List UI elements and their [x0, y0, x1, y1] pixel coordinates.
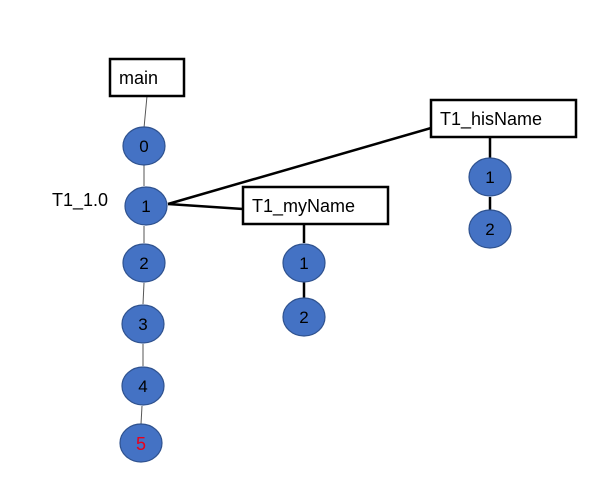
version-node-main-3-circle	[121, 304, 165, 344]
connector-main-box-to-node-0	[143, 95, 148, 129]
branch-box-main-frame	[108, 57, 186, 98]
version-node-myName-1-circle	[282, 243, 326, 283]
version-node-hisName-2: 2	[468, 209, 512, 249]
version-node-main-3: 3	[121, 304, 165, 344]
version-node-myName-2-label: 2	[299, 308, 308, 327]
version-node-main-4: 4	[121, 366, 165, 406]
version-node-hisName-1-circle	[468, 157, 512, 197]
connector-main-4-5	[140, 405, 143, 425]
version-node-main-1: 1	[124, 186, 168, 226]
version-node-main-0-label: 0	[139, 137, 148, 156]
branch-box-hisName: T1_hisName	[429, 98, 578, 139]
hisName-nodes: 1 2	[468, 157, 512, 249]
version-node-main-4-circle	[121, 366, 165, 406]
branch-box-hisName-frame	[429, 98, 578, 139]
myName-nodes: 1 2	[282, 243, 326, 337]
version-node-main-4-label: 4	[138, 377, 147, 396]
version-node-main-3-label: 3	[138, 315, 147, 334]
connector-branch-to-hisName	[167, 126, 432, 206]
branch-label-myName: T1_myName	[252, 196, 355, 217]
branch-label-main: main	[119, 68, 158, 88]
version-node-main-1-label: 1	[141, 197, 150, 216]
version-node-myName-1: 1	[282, 243, 326, 283]
version-node-main-5-label: 5	[136, 434, 146, 454]
branch-box-main: main	[108, 57, 186, 98]
main-nodes: 0 1 2 3 4 5	[119, 126, 168, 463]
version-node-myName-1-label: 1	[299, 254, 308, 273]
branch-box-myName: T1_myName	[241, 185, 390, 226]
version-node-main-5-circle	[119, 423, 163, 463]
connectors	[140, 95, 492, 425]
version-node-myName-2: 2	[282, 297, 326, 337]
version-node-main-2-circle	[122, 243, 166, 283]
version-node-main-2-label: 2	[139, 254, 148, 273]
connector-branch-to-myName	[167, 202, 244, 211]
version-node-main-0-circle	[122, 126, 166, 166]
branch-box-myName-frame	[241, 185, 390, 226]
version-node-main-2: 2	[122, 243, 166, 283]
version-node-myName-2-circle	[282, 297, 326, 337]
version-node-main-5: 5	[119, 423, 163, 463]
version-node-hisName-2-label: 2	[485, 220, 494, 239]
version-annotation: T1_1.0	[52, 190, 108, 211]
version-node-hisName-2-circle	[468, 209, 512, 249]
version-node-hisName-1-label: 1	[485, 168, 494, 187]
version-node-main-1-circle	[124, 186, 168, 226]
connector-main-2-3	[142, 282, 145, 305]
branch-label-hisName: T1_hisName	[440, 109, 542, 130]
version-node-main-0: 0	[122, 126, 166, 166]
version-node-hisName-1: 1	[468, 157, 512, 197]
